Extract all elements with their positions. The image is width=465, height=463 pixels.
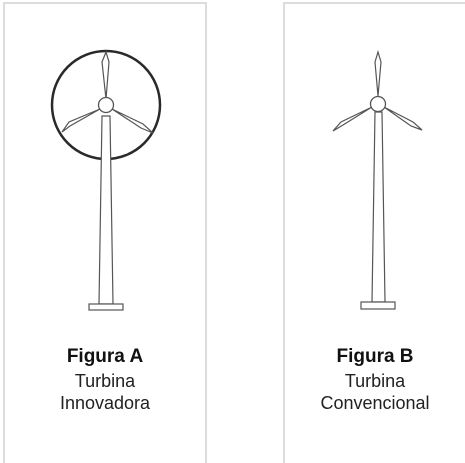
figure-a-subtitle-line1: Turbina <box>74 371 136 391</box>
turbine-b-tower <box>371 111 386 303</box>
turbine-b-blade-left <box>332 106 373 132</box>
turbine-b-blade-right <box>383 106 423 131</box>
figure-a-title: Figura A <box>66 346 144 367</box>
turbine-b-base <box>360 301 396 310</box>
figure-a-subtitle-line2: Innovadora <box>59 393 151 413</box>
turbine-a-base <box>88 303 124 311</box>
figure-b-panel: Figura B Turbina Convencional <box>283 2 465 463</box>
figure-b-subtitle-line2: Convencional <box>320 393 430 413</box>
figure-a-caption: Figura A Turbina Innovadora <box>5 344 205 414</box>
turbine-a-hub <box>97 96 115 114</box>
turbine-a-tower <box>98 115 114 305</box>
figure-b-subtitle-line1: Turbina <box>344 371 406 391</box>
turbine-a-blade-left <box>61 108 101 133</box>
turbine-b-blade-top <box>374 49 382 97</box>
figure-a-panel: Figura A Turbina Innovadora <box>3 2 207 463</box>
turbine-a-diagram <box>50 49 162 311</box>
figure-b-caption: Figura B Turbina Convencional <box>285 344 465 414</box>
figure-b-title: Figura B <box>336 346 414 367</box>
turbine-a-blade-top <box>101 50 110 100</box>
turbine-b-diagram <box>332 49 423 310</box>
turbine-a-blade-right <box>111 108 154 134</box>
turbine-b-hub <box>369 95 387 113</box>
